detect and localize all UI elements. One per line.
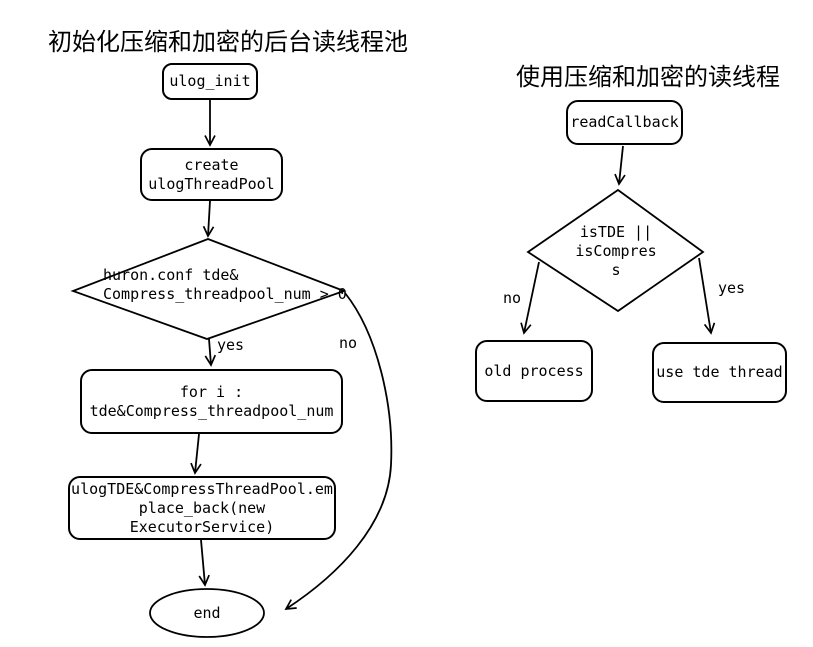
edge-for-to-emplace: [190, 433, 202, 475]
decision-right-line3: s: [611, 261, 621, 279]
edge-create-to-decision: [202, 200, 215, 238]
node-old-process: old process: [475, 340, 593, 402]
edge-label-no-right: no: [503, 289, 522, 307]
decision-diamond-right: [526, 188, 705, 313]
node-use-tde-thread-label: use tde thread: [656, 363, 783, 381]
edge-label-no-left: no: [339, 334, 358, 352]
decision-diamond-left: [70, 238, 347, 340]
node-create-ulogthreadpool: create ulogThreadPool: [140, 148, 283, 201]
node-ulog-init-label: ulog_init: [169, 72, 251, 90]
decision-left-line2: Compress_threadpool_num > 0: [103, 285, 347, 303]
node-old-process-label: old process: [484, 361, 584, 380]
right-chart-title: 使用压缩和加密的读线程: [516, 63, 780, 91]
node-for-line2: tde&Compress_threadpool_num: [89, 401, 334, 420]
decision-left-text: huron.conf tde& Compress_threadpool_num …: [103, 266, 347, 304]
end-ellipse: [149, 588, 265, 638]
node-for-loop: for i : tde&Compress_threadpool_num: [80, 369, 343, 434]
node-emplace-line2: place_back(new: [138, 498, 266, 517]
node-read-callback-label: readCallback: [570, 113, 679, 131]
edge-decision-no-to-end: [284, 292, 393, 610]
decision-right-text: isTDE || isCompres s: [540, 223, 692, 280]
node-use-tde-thread: use tde thread: [652, 342, 787, 403]
node-ulog-init: ulog_init: [162, 63, 258, 100]
edge-emplace-to-end: [198, 539, 210, 587]
decision-right-line1: isTDE ||: [579, 223, 653, 241]
left-chart-title: 初始化压缩和加密的后台读线程池: [48, 28, 408, 56]
edge-readcallback-to-decision: [614, 145, 626, 186]
node-create-line1: create: [184, 155, 239, 174]
edge-label-yes-right: yes: [718, 279, 746, 297]
node-emplace-line1: ulogTDE&CompressThreadPool.em: [71, 479, 333, 498]
edge-decision-yes-to-for: [204, 338, 217, 367]
node-read-callback: readCallback: [566, 100, 683, 145]
node-end-label: end: [193, 604, 221, 622]
decision-left-line1: huron.conf tde&: [103, 266, 239, 284]
edge-decision-no-to-oldprocess: [520, 261, 540, 335]
node-emplace-back: ulogTDE&CompressThreadPool.em place_back…: [68, 476, 336, 540]
edge-decision-yes-to-usetde: [698, 257, 716, 335]
node-create-line2: ulogThreadPool: [148, 174, 275, 193]
node-for-line1: for i :: [179, 382, 244, 401]
node-emplace-line3: ExecutorService): [129, 517, 275, 536]
decision-right-line2: isCompres: [575, 242, 657, 260]
edge-label-yes-left: yes: [217, 336, 245, 354]
